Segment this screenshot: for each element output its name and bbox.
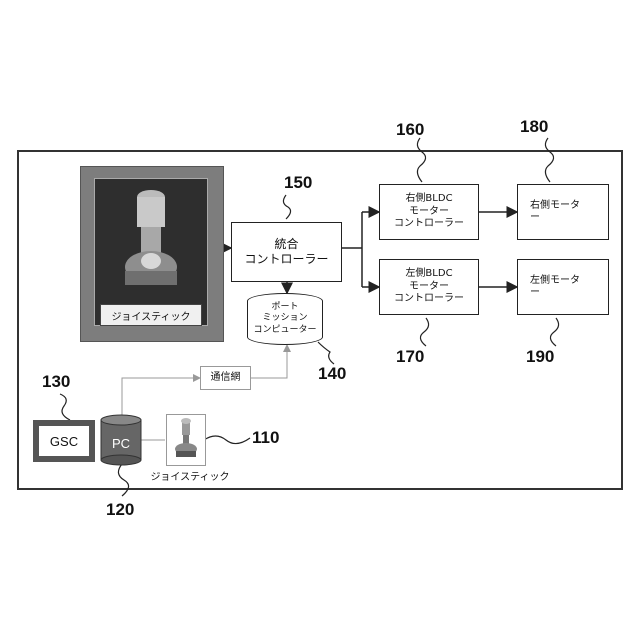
- left-bldc-controller-box: 左側BLDCモーターコントローラー: [379, 259, 479, 315]
- left-motor-box: 左側モーター: [517, 259, 609, 315]
- left-bldc-line3: コントローラー: [394, 293, 464, 306]
- gsc-label: GSC: [39, 426, 89, 456]
- pmc-line1: ポート: [253, 302, 316, 313]
- ref-140: 140: [318, 364, 346, 384]
- ref-190: 190: [526, 347, 554, 367]
- small-joystick-photo: [166, 414, 206, 466]
- ref-180: 180: [520, 117, 548, 137]
- right-bldc-line2: モーター: [394, 206, 464, 219]
- right-bldc-line1: 右側BLDC: [394, 193, 464, 206]
- right-motor-line1: 右側モータ: [530, 200, 580, 213]
- joystick-main-label: ジョイスティック: [100, 304, 202, 326]
- right-motor-box: 右側モーター: [517, 184, 609, 240]
- pmc-line2: ミッション: [253, 313, 316, 324]
- right-bldc-controller-box: 右側BLDCモーターコントローラー: [379, 184, 479, 240]
- left-motor-line2: ー: [530, 287, 580, 300]
- ref-130: 130: [42, 372, 70, 392]
- right-bldc-line3: コントローラー: [394, 218, 464, 231]
- ref-120: 120: [106, 500, 134, 520]
- network-box: 通信網: [200, 366, 251, 390]
- joystick-small-label: ジョイスティック: [140, 468, 240, 483]
- controller-line2: コントローラー: [244, 252, 328, 267]
- left-bldc-line2: モーター: [394, 281, 464, 294]
- integrated-controller-box: 統合コントローラー: [231, 222, 342, 282]
- left-motor-line1: 左側モータ: [530, 275, 580, 288]
- ref-110: 110: [252, 428, 279, 448]
- pmc-line3: コンピューター: [253, 325, 316, 336]
- ref-160: 160: [396, 120, 424, 140]
- small-joystick-icon: [167, 415, 205, 465]
- right-motor-line2: ー: [530, 212, 580, 225]
- ref-150: 150: [284, 173, 312, 193]
- left-bldc-line1: 左側BLDC: [394, 268, 464, 281]
- ref-170: 170: [396, 347, 424, 367]
- pc-label: PC: [100, 436, 142, 451]
- gsc-monitor: GSC: [33, 420, 95, 462]
- controller-line1: 統合: [244, 237, 328, 252]
- port-mission-computer-cylinder: ポートミッションコンピューター: [247, 293, 323, 345]
